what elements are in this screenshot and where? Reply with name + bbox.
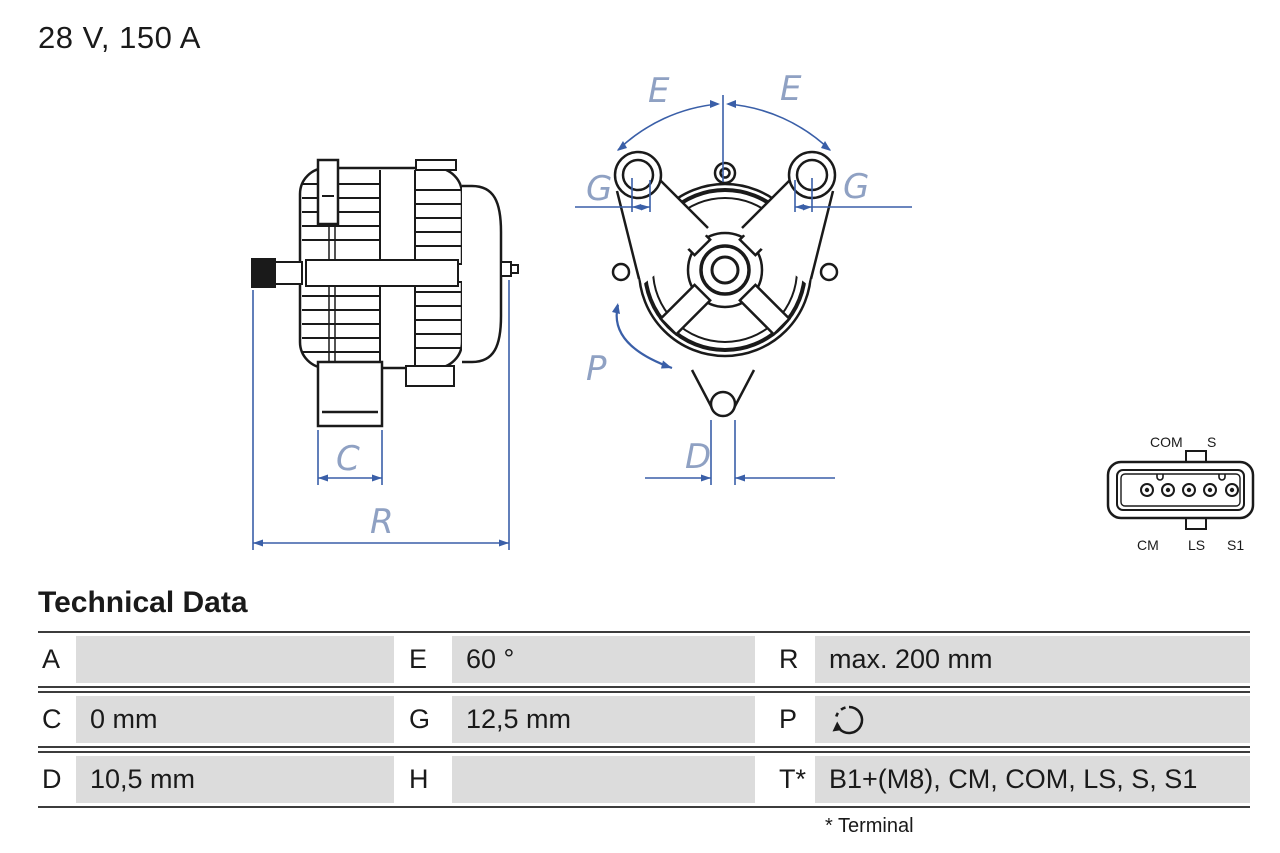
terminal-label-cm: CM <box>1137 537 1159 553</box>
terminal-label-com: COM <box>1150 434 1183 450</box>
rotation-direction-icon <box>832 705 864 734</box>
param-label-r: R <box>755 633 815 686</box>
terminal-label-s: S <box>1207 434 1216 450</box>
connector-pins <box>1140 483 1239 497</box>
index-notches <box>1156 474 1226 481</box>
front-view-dimensions <box>575 95 912 485</box>
alternator-front-view-drawing: E E G G P D <box>575 69 912 485</box>
param-label-g: G <box>394 693 452 746</box>
dim-label-p: P <box>586 349 607 389</box>
dim-label-g-left: G <box>586 169 612 209</box>
param-value-g: 12,5 mm <box>452 696 755 743</box>
param-value-h <box>452 756 755 803</box>
dim-label-d: D <box>685 437 711 477</box>
param-label-a: A <box>38 633 76 686</box>
dim-label-r: R <box>370 502 394 542</box>
param-label-c: C <box>38 693 76 746</box>
param-label-d: D <box>38 753 76 806</box>
param-value-e: 60 ° <box>452 636 755 683</box>
param-value-a <box>76 636 394 683</box>
connector-plug-drawing: COM S CM LS S1 <box>1106 434 1255 553</box>
page-title: 28 V, 150 A <box>38 20 201 55</box>
dim-label-c: C <box>336 439 360 479</box>
param-value-t: B1+(M8), CM, COM, LS, S, S1 <box>815 756 1250 803</box>
param-value-d: 10,5 mm <box>76 756 394 803</box>
shaft-center-hole <box>710 255 740 285</box>
param-value-p <box>815 696 1250 743</box>
dim-label-g-right: G <box>843 167 869 207</box>
side-view-dimensions <box>252 280 510 550</box>
alternator-side-view-drawing: C R <box>251 158 519 550</box>
threaded-shaft <box>251 258 276 288</box>
param-value-c: 0 mm <box>76 696 394 743</box>
param-value-r: max. 200 mm <box>815 636 1250 683</box>
technical-data-table: A E 60 ° R max. 200 mm C 0 mm G 12,5 mm … <box>38 631 1250 838</box>
table-row: A E 60 ° R max. 200 mm <box>38 631 1250 688</box>
param-label-e: E <box>394 633 452 686</box>
technical-data-heading: Technical Data <box>38 586 248 619</box>
table-row: C 0 mm G 12,5 mm P <box>38 691 1250 748</box>
dim-label-e-right: E <box>780 69 802 109</box>
terminal-label-ls: LS <box>1188 537 1205 553</box>
param-label-t: T* <box>755 753 815 806</box>
dim-label-e-left: E <box>648 71 670 111</box>
terminal-label-s1: S1 <box>1227 537 1244 553</box>
param-label-p: P <box>755 693 815 746</box>
table-row: D 10,5 mm H T* B1+(M8), CM, COM, LS, S, … <box>38 751 1250 808</box>
terminal-footnote: * Terminal <box>825 815 914 837</box>
param-label-h: H <box>394 753 452 806</box>
